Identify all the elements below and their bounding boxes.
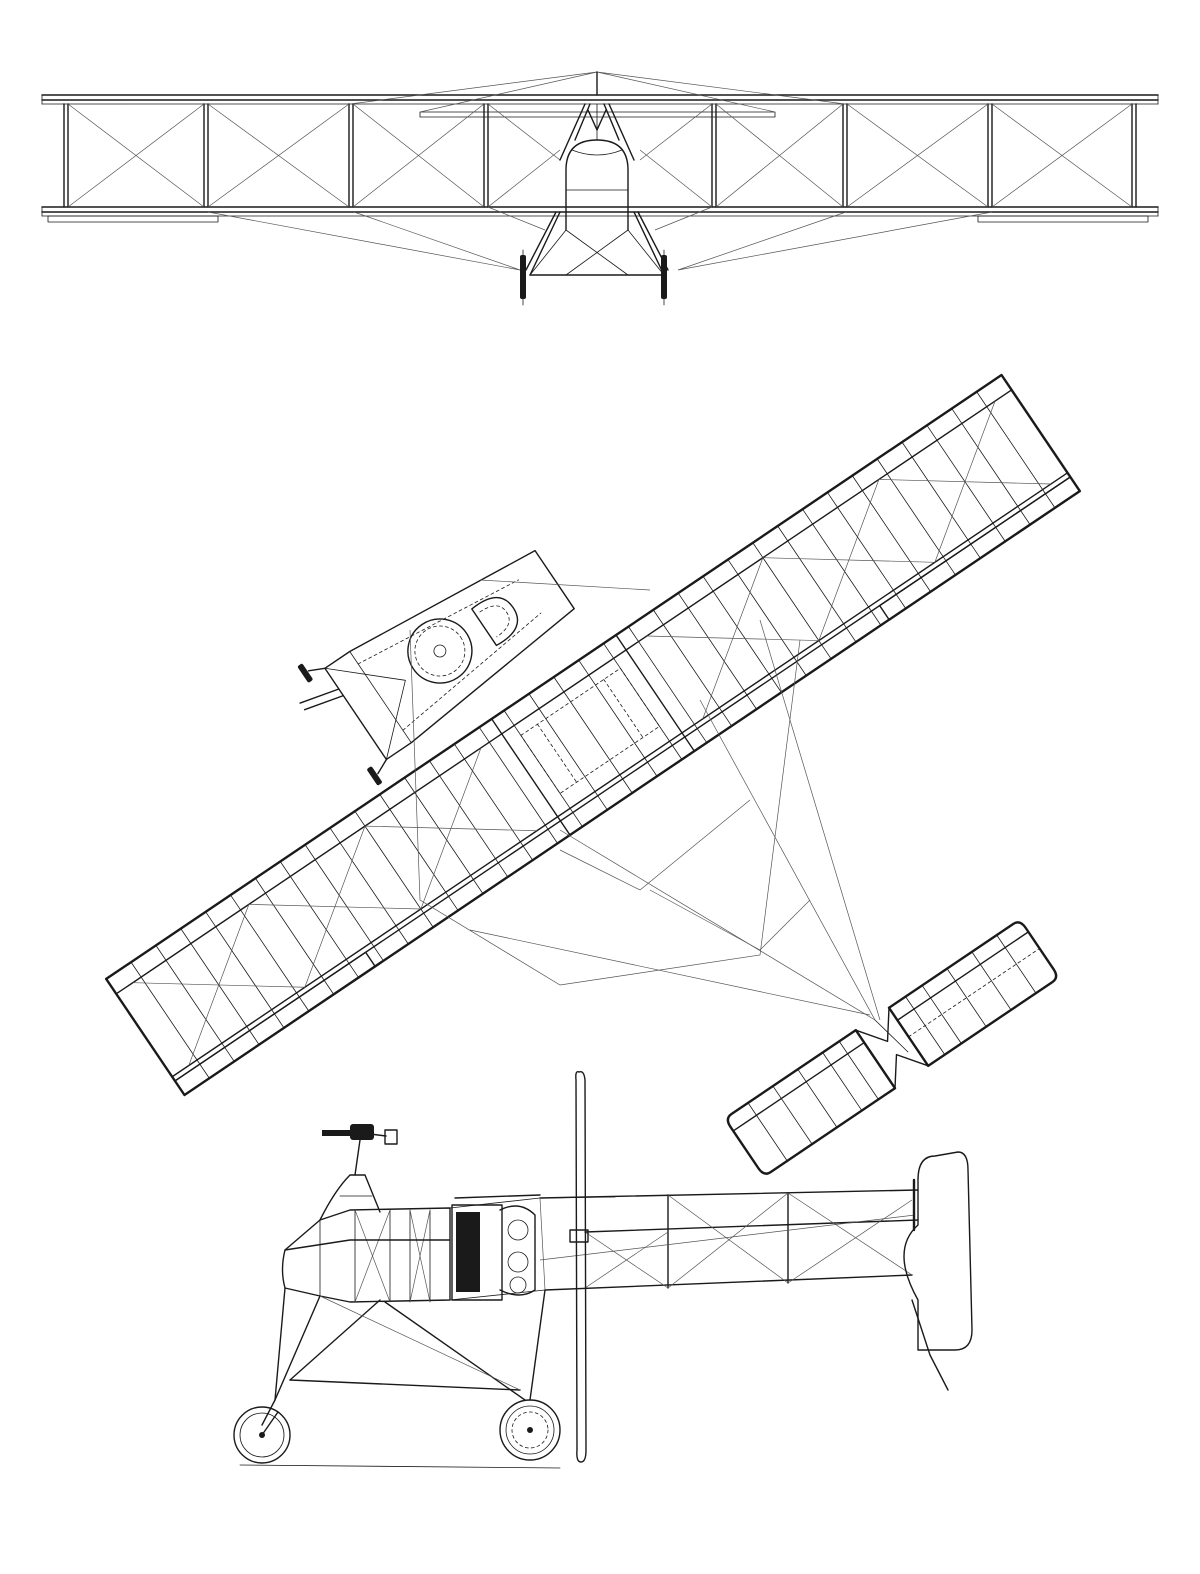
wing-rib	[851, 475, 931, 593]
wing-rib	[528, 693, 608, 811]
side-front-wheel	[233, 1406, 291, 1464]
wing-rib	[827, 492, 907, 609]
wing-rib	[180, 928, 260, 1046]
wing-rib	[553, 676, 633, 794]
wing-rib	[603, 643, 683, 760]
wing-rib	[677, 592, 757, 710]
side-nacelle	[281, 1194, 546, 1303]
wing-rib	[901, 441, 981, 559]
wing-rib	[155, 944, 235, 1062]
tailplane-rib	[921, 985, 962, 1044]
front-view	[41, 71, 1159, 306]
wing-rib	[429, 760, 509, 878]
wing-rib	[205, 911, 285, 1029]
plan-tailplane-ribs	[747, 934, 1037, 1162]
tailplane-rib	[747, 1102, 788, 1162]
wing-rib	[130, 961, 210, 1079]
front-undercarriage	[520, 211, 669, 306]
wing-rib	[727, 559, 807, 677]
plan-nacelle	[297, 549, 575, 786]
side-view	[233, 1070, 973, 1469]
tailplane-rib	[838, 1040, 879, 1100]
wing-rib	[926, 424, 1006, 542]
side-wing-section	[539, 1196, 616, 1199]
plan-tail-booms	[409, 579, 909, 1053]
wing-rib	[354, 810, 434, 928]
wing-rib	[255, 877, 335, 995]
side-engine	[451, 1204, 536, 1301]
tailplane-rib	[797, 1068, 838, 1128]
wing-rib	[802, 508, 882, 626]
wing-rib	[652, 609, 733, 727]
wing-rib	[752, 542, 832, 660]
wing-rib	[304, 844, 384, 962]
wing-rib	[478, 726, 558, 844]
side-main-wheel	[499, 1399, 561, 1461]
wing-rib	[379, 793, 459, 911]
tailplane-rib	[822, 1052, 863, 1111]
wing-rib	[976, 391, 1056, 509]
side-gun-mount	[319, 1124, 398, 1221]
wing-rib	[876, 458, 956, 576]
front-upper-wing	[41, 94, 1159, 118]
wing-rib	[329, 827, 409, 945]
side-undercarriage	[239, 1287, 561, 1469]
plan-view	[104, 373, 1082, 1175]
tailplane-rib	[772, 1085, 813, 1145]
side-interplane-strut	[539, 1197, 546, 1291]
plan-wing	[104, 373, 1082, 1097]
front-nacelle	[565, 139, 629, 231]
tailplane-rib	[996, 934, 1037, 994]
wing-rib	[279, 861, 359, 978]
wing-rib	[702, 575, 782, 693]
wing-rib	[578, 659, 658, 777]
wing-rib	[951, 408, 1031, 526]
wing-rib	[453, 743, 534, 861]
front-lower-wing	[41, 206, 1159, 223]
side-radiator	[456, 1212, 480, 1292]
tailplane-rib	[971, 951, 1012, 1011]
wing-rib	[628, 626, 708, 744]
side-rudder	[903, 1151, 973, 1391]
wing-rib	[777, 525, 857, 643]
wing-rib	[503, 710, 583, 827]
front-interplane-struts	[63, 103, 1137, 208]
wing-rib	[230, 894, 310, 1012]
tailplane-rib	[946, 968, 987, 1028]
wing-rib	[404, 777, 484, 895]
plan-wing-ribs	[130, 391, 1056, 1079]
side-tail-booms	[539, 1189, 919, 1291]
front-cabane	[559, 71, 635, 161]
front-bracing-wires	[67, 71, 1133, 271]
side-propeller	[569, 1070, 589, 1463]
plan-tailplane	[726, 921, 1058, 1175]
